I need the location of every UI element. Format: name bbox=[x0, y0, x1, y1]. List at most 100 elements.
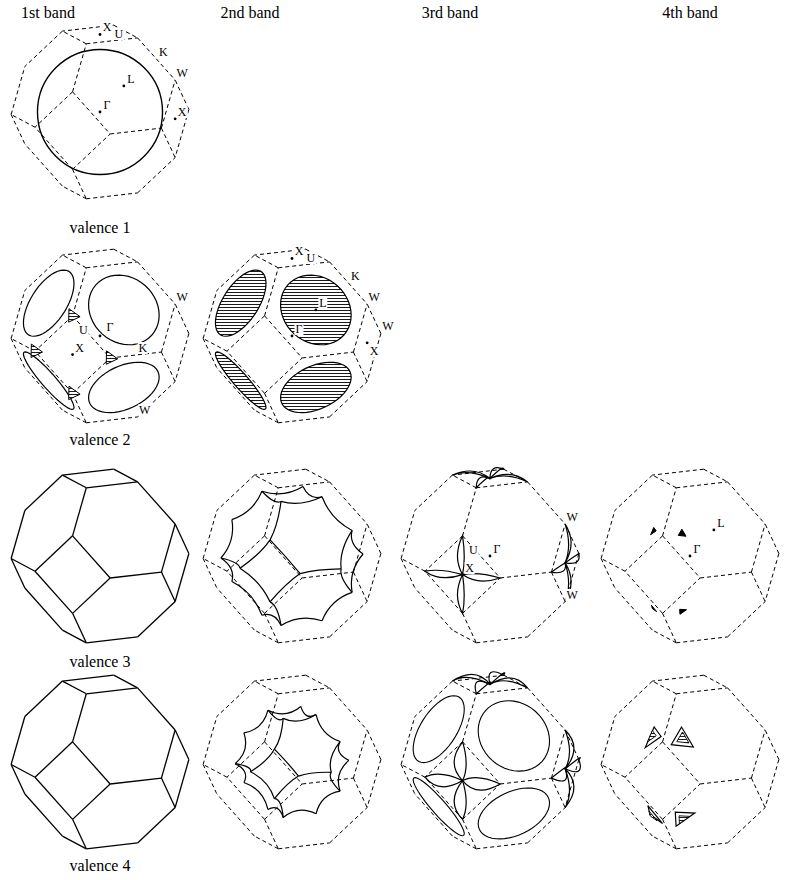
zone-panel bbox=[401, 468, 579, 643]
zone-edge bbox=[73, 578, 111, 613]
zone-edge bbox=[463, 613, 477, 642]
zone-edge bbox=[62, 31, 86, 44]
zone-edge bbox=[203, 765, 227, 778]
fermi-arc bbox=[341, 530, 352, 568]
zone-edge bbox=[652, 469, 703, 475]
symmetry-point-label: Γ bbox=[106, 321, 115, 333]
zone-edge bbox=[203, 765, 217, 794]
symmetry-point-label: L bbox=[318, 297, 327, 309]
zone-edge bbox=[652, 681, 676, 694]
fermi-pocket-inner bbox=[677, 732, 689, 743]
zone-edge bbox=[652, 630, 676, 643]
zone-edge bbox=[652, 836, 676, 849]
fermi-arc bbox=[338, 742, 349, 761]
zone-edge bbox=[161, 730, 175, 778]
zone-edge bbox=[565, 553, 579, 601]
symmetry-point-dot bbox=[314, 309, 317, 312]
fermi-lens bbox=[463, 574, 501, 581]
zone-edge bbox=[306, 675, 330, 688]
zone-edge bbox=[62, 475, 86, 488]
symmetry-point-label: U bbox=[468, 544, 479, 556]
symmetry-point-label: W bbox=[175, 67, 188, 79]
zone-edge bbox=[615, 794, 653, 836]
fermi-sphere bbox=[37, 49, 162, 174]
zone-edge bbox=[728, 688, 766, 730]
zone-edge bbox=[110, 778, 161, 784]
zone-edge bbox=[700, 778, 751, 784]
symmetry-point-label: Γ bbox=[295, 323, 304, 335]
zone-edge bbox=[62, 630, 86, 643]
zone-edge bbox=[676, 482, 727, 488]
symmetry-point-label: W bbox=[565, 511, 578, 523]
fermi-lens bbox=[490, 474, 528, 482]
fermi-lens bbox=[452, 674, 490, 684]
zone-edge bbox=[415, 475, 453, 510]
zone-edge bbox=[751, 572, 765, 601]
zone-panel bbox=[401, 672, 580, 849]
fermi-lens bbox=[490, 678, 528, 688]
zone-edge bbox=[161, 304, 175, 352]
zone-edge bbox=[138, 482, 176, 524]
fermi-arc bbox=[316, 715, 340, 742]
symmetry-point-label: X bbox=[74, 342, 85, 354]
zone-edge bbox=[175, 553, 189, 601]
zone-edge bbox=[306, 469, 330, 482]
zone-edge bbox=[663, 613, 677, 642]
zone-edge bbox=[161, 524, 175, 572]
zone-edge bbox=[203, 716, 217, 764]
zone-edge bbox=[302, 352, 353, 358]
zone-edge bbox=[25, 475, 63, 510]
symmetry-point-dot bbox=[689, 555, 692, 558]
zone-edge bbox=[73, 613, 87, 642]
zone-edge bbox=[86, 262, 137, 268]
zone-edge bbox=[700, 572, 751, 578]
zone-edge bbox=[138, 262, 176, 304]
fermi-arc bbox=[250, 772, 274, 799]
fermi-lens bbox=[476, 477, 490, 488]
fermi-surface bbox=[235, 706, 349, 817]
zone-edge bbox=[728, 602, 766, 637]
zone-edge bbox=[62, 836, 86, 849]
fermi-neck bbox=[23, 352, 74, 409]
zone-edge bbox=[35, 316, 73, 351]
fermi-lens bbox=[425, 570, 463, 577]
zone-edge bbox=[601, 510, 615, 558]
zone-edge bbox=[73, 316, 111, 358]
symmetry-point-dot bbox=[99, 33, 102, 36]
zone-panel bbox=[601, 469, 779, 643]
zone-edge bbox=[676, 637, 727, 643]
zone-outline-dashed bbox=[401, 675, 579, 849]
panel-caption: 1st band bbox=[21, 5, 75, 21]
symmetry-point-dot bbox=[122, 85, 125, 88]
zone-edge bbox=[615, 475, 653, 510]
zone-edge bbox=[86, 637, 137, 643]
fermi-arc bbox=[338, 760, 349, 791]
zone-edge bbox=[353, 778, 367, 807]
zone-edge bbox=[452, 681, 476, 694]
zone-edge bbox=[203, 339, 227, 352]
zone-edge bbox=[73, 488, 87, 536]
zone-panel bbox=[11, 25, 189, 199]
zone-edge bbox=[625, 536, 663, 571]
zone-edge bbox=[86, 843, 137, 849]
zone-edge bbox=[551, 778, 565, 807]
zone-edge bbox=[73, 134, 111, 169]
zone-edge bbox=[110, 352, 161, 358]
zone-edge bbox=[265, 819, 279, 848]
zone-edge bbox=[175, 730, 189, 759]
zone-edge bbox=[401, 510, 415, 558]
zone-edge bbox=[601, 559, 615, 588]
panel-caption: 3rd band bbox=[422, 5, 478, 21]
symmetry-point-label: W bbox=[175, 291, 188, 303]
zone-edge bbox=[35, 536, 73, 571]
zone-outline-dashed bbox=[203, 469, 381, 643]
zone-edge bbox=[62, 410, 86, 423]
zone-edge bbox=[765, 524, 779, 553]
zone-edge bbox=[401, 559, 425, 572]
zone-edge bbox=[278, 482, 329, 488]
zone-edge bbox=[601, 716, 615, 764]
zone-edge bbox=[110, 128, 161, 134]
fermi-pocket-inner bbox=[679, 816, 690, 824]
zone-panel bbox=[11, 249, 189, 423]
